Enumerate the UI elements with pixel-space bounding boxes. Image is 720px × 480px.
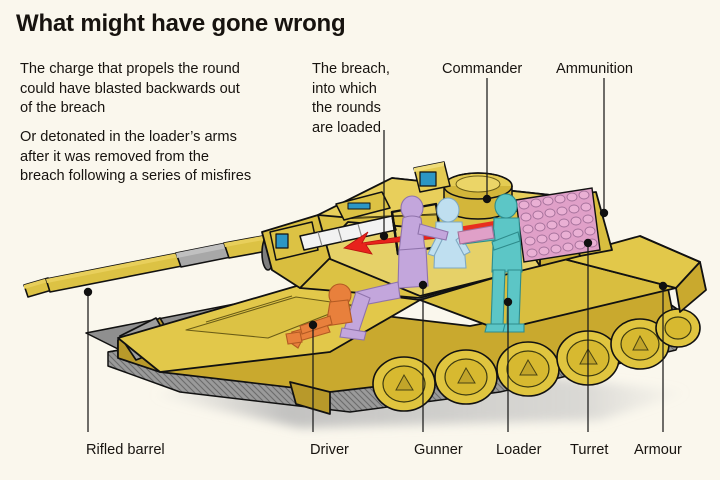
annotation-paragraph-1: The charge that propels the round could … bbox=[20, 61, 240, 116]
leader-dot-armour bbox=[658, 281, 668, 291]
road-wheel bbox=[434, 349, 498, 405]
idler-wheel bbox=[655, 308, 701, 348]
gunner-sight-box bbox=[413, 161, 451, 193]
callout-label-gunner: Gunner bbox=[414, 442, 463, 458]
ammunition-rack bbox=[515, 187, 601, 263]
ammo-row bbox=[522, 214, 594, 234]
callout-label-driver: Driver bbox=[310, 442, 349, 458]
road-wheel bbox=[372, 356, 436, 412]
commander-cupola bbox=[443, 172, 513, 220]
leader-dot-ammunition bbox=[599, 208, 609, 218]
leader-dot-turret bbox=[583, 238, 593, 248]
crew-gunner bbox=[339, 195, 449, 341]
callout-leader-lines bbox=[83, 78, 668, 432]
callout-label-ammunition: Ammunition bbox=[556, 61, 634, 77]
callout-label-commander: Commander bbox=[442, 61, 523, 77]
ammo-row bbox=[518, 190, 590, 210]
leader-dot-loader bbox=[503, 297, 513, 307]
annotation-paragraph-2: Or detonated in the loader’s arms after … bbox=[20, 129, 252, 184]
crew-loader bbox=[457, 193, 525, 333]
leader-dot-commander bbox=[482, 194, 492, 204]
callout-label-armour: Armour bbox=[634, 442, 682, 458]
page-title: What might have gone wrong bbox=[16, 10, 346, 37]
road-wheels bbox=[372, 308, 701, 412]
leader-dot-gunner bbox=[418, 280, 428, 290]
road-wheel bbox=[610, 318, 670, 370]
leader-dot-rifled-barrel bbox=[83, 287, 93, 297]
ammo-row bbox=[524, 226, 596, 246]
callout-label-turret: Turret bbox=[570, 442, 609, 458]
leader-dot-driver bbox=[308, 320, 318, 330]
turret-details bbox=[269, 161, 513, 261]
ammo-row bbox=[520, 202, 592, 222]
leader-dot-breach bbox=[379, 231, 389, 241]
road-wheel bbox=[496, 341, 560, 397]
callout-label-loader: Loader bbox=[496, 442, 542, 458]
callout-label-rifled-barrel: Rifled barrel bbox=[86, 442, 165, 458]
callout-label-breach: The breach, into which the rounds are lo… bbox=[312, 61, 390, 136]
crew-driver bbox=[285, 283, 353, 349]
